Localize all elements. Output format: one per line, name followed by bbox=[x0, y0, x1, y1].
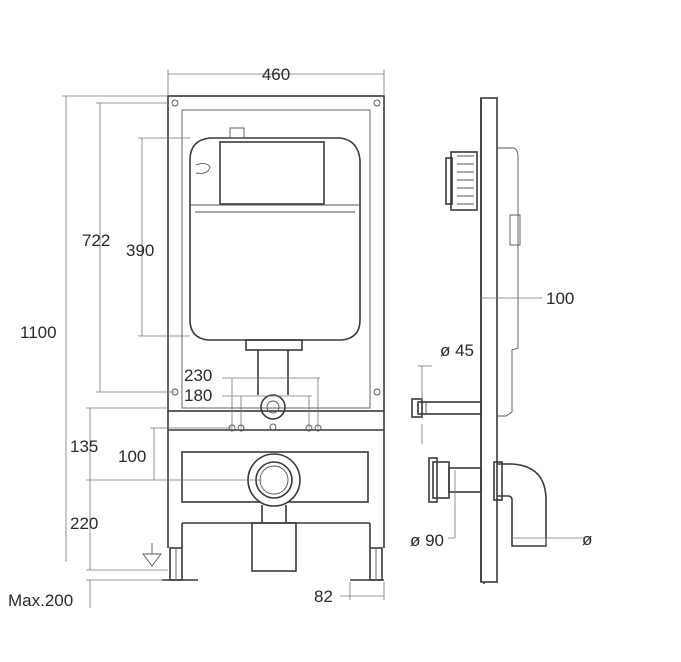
dim-label-100-front: 100 bbox=[118, 447, 146, 466]
dim-label-180: 180 bbox=[184, 386, 212, 405]
dim-label-d-outlet: ø bbox=[582, 530, 592, 549]
side-dimension-lines bbox=[418, 297, 584, 546]
dim-label-1100: 1100 bbox=[20, 323, 57, 342]
drain-outlet bbox=[181, 451, 369, 572]
dim-label-d45: ø 45 bbox=[440, 341, 474, 360]
dim-label-100-side: 100 bbox=[546, 289, 574, 308]
dim-label-d90: ø 90 bbox=[410, 531, 444, 550]
dim-label-722: 722 bbox=[82, 231, 110, 250]
dimension-lines bbox=[62, 70, 385, 608]
dim-label-230: 230 bbox=[184, 366, 212, 385]
cistern bbox=[189, 127, 361, 432]
side-view bbox=[411, 97, 547, 584]
dim-label-460: 460 bbox=[262, 65, 290, 84]
dim-label-220: 220 bbox=[70, 514, 98, 533]
front-frame bbox=[162, 95, 385, 581]
dim-label-390: 390 bbox=[126, 241, 154, 260]
floor-symbol-icon bbox=[142, 543, 162, 567]
dim-label-82: 82 bbox=[314, 587, 333, 606]
dim-label-135: 135 bbox=[70, 437, 98, 456]
dim-label-max200: Max.200 bbox=[8, 591, 73, 610]
